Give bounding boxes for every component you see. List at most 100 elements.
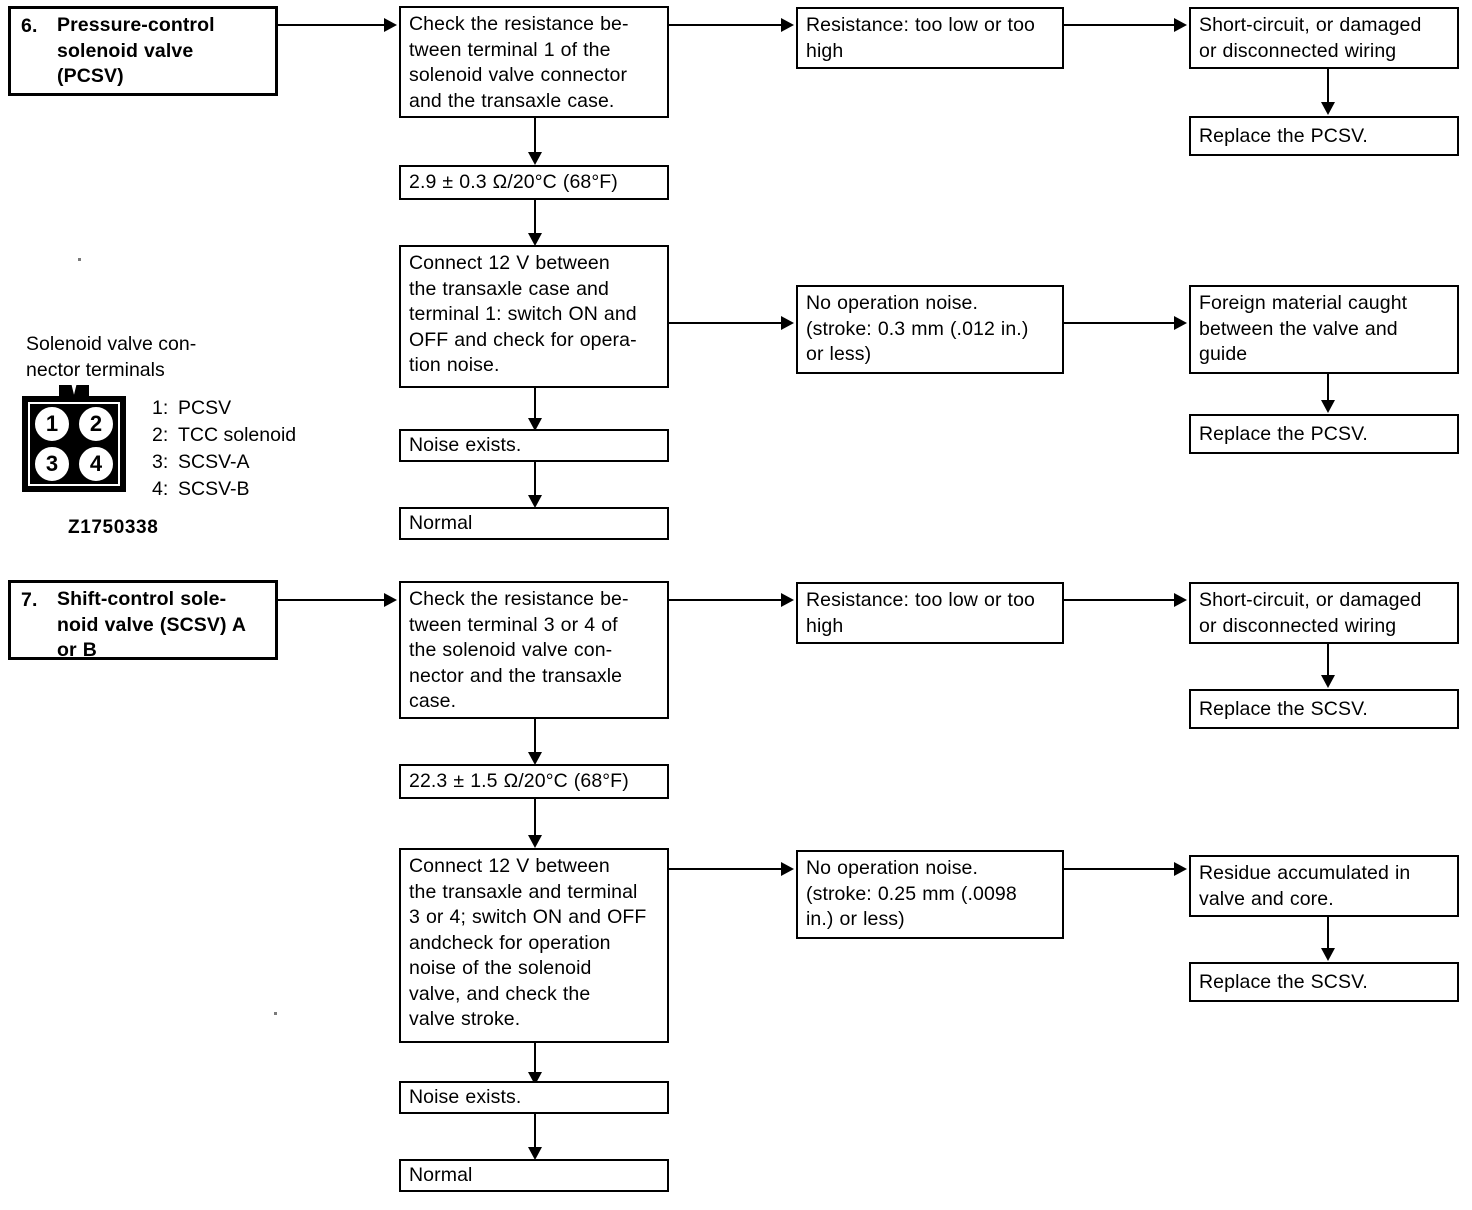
connector-line bbox=[1327, 374, 1329, 407]
text-line: or disconnected wiring bbox=[1199, 39, 1397, 62]
text-line: high bbox=[806, 614, 844, 637]
connector-line bbox=[1064, 322, 1176, 324]
arrow-right-icon bbox=[1174, 18, 1187, 32]
arrow-down-icon bbox=[1321, 948, 1335, 961]
arrow-right-icon bbox=[1174, 862, 1187, 876]
connector-line bbox=[278, 599, 386, 601]
text-line: the transaxle case and bbox=[409, 277, 609, 300]
section-7-fault-resistance-box: Resistance: too low or too high bbox=[796, 582, 1064, 644]
arrow-right-icon bbox=[384, 18, 397, 32]
arrow-down-icon bbox=[528, 835, 542, 848]
text-line: or disconnected wiring bbox=[1199, 614, 1397, 637]
pin-legend-row: 2: TCC solenoid bbox=[152, 422, 296, 449]
section-6-number: 6. bbox=[21, 15, 38, 37]
section-7-fault-action-box: Replace the SCSV. bbox=[1189, 689, 1459, 729]
arrow-down-icon bbox=[1321, 102, 1335, 115]
text-line: (stroke: 0.3 mm (.012 in.) bbox=[806, 317, 1029, 340]
text-line: No operation noise. bbox=[806, 857, 979, 879]
connector-line bbox=[534, 719, 536, 761]
connector-line bbox=[534, 462, 536, 504]
section-7-no-noise-action-box: Replace the SCSV. bbox=[1189, 962, 1459, 1002]
section-7-no-noise-cause-box: Residue accumulated in valve and core. bbox=[1189, 855, 1459, 917]
connector-line bbox=[1064, 24, 1176, 26]
text-line: high bbox=[806, 39, 844, 62]
text-line: Normal bbox=[409, 512, 473, 535]
section-6-fault-resistance-box: Resistance: too low or too high bbox=[796, 7, 1064, 69]
section-6-no-noise-cause-box: Foreign material caught between the valv… bbox=[1189, 285, 1459, 374]
text-line: Normal bbox=[409, 1164, 473, 1187]
text-line: nector and the transaxle bbox=[409, 664, 623, 687]
text-line: OFF and check for opera- bbox=[409, 328, 637, 351]
section-6-fault-cause-box: Short-circuit, or damaged or disconnecte… bbox=[1189, 7, 1459, 69]
connector-line bbox=[669, 599, 783, 601]
text-line: Residue accumulated in bbox=[1199, 862, 1411, 884]
section-6-operation-check-box: Connect 12 V between the transaxle case … bbox=[399, 245, 669, 388]
pin-legend-key: 1: bbox=[152, 397, 169, 419]
section-7-number: 7. bbox=[21, 589, 38, 611]
connector-part-number: Z1750338 bbox=[68, 517, 159, 538]
text-line: 22.3 ± 1.5 Ω/20°C (68°F) bbox=[409, 770, 629, 793]
connector-line bbox=[534, 388, 536, 426]
section-7-no-noise-box: No operation noise. (stroke: 0.25 mm (.0… bbox=[796, 850, 1064, 939]
text-line: Foreign material caught bbox=[1199, 292, 1408, 314]
text-line: Noise exists. bbox=[409, 434, 522, 457]
connector-line bbox=[534, 118, 536, 162]
section-6-title-line-3: (PCSV) bbox=[57, 65, 124, 87]
text-line: Check the resistance be- bbox=[409, 588, 629, 610]
pin-legend-key: 2: bbox=[152, 424, 169, 446]
text-line: Short-circuit, or damaged bbox=[1199, 14, 1422, 36]
pin-legend-row: 3:SCSV-A bbox=[152, 449, 296, 476]
connector-pin-grid: 1 2 3 4 bbox=[28, 402, 120, 486]
arrow-down-icon bbox=[528, 152, 542, 165]
section-7-title-box: 7. Shift-control sole- noid valve (SCSV)… bbox=[8, 580, 278, 661]
arrow-right-icon bbox=[781, 316, 794, 330]
text-line: Check the resistance be- bbox=[409, 13, 629, 35]
connector-line bbox=[1064, 599, 1176, 601]
connector-pin-1: 1 bbox=[33, 405, 71, 443]
text-line: tween terminal 3 or 4 of bbox=[409, 613, 618, 636]
text-line: Replace the PCSV. bbox=[1199, 124, 1368, 147]
pin-legend-key: 4: bbox=[152, 478, 169, 500]
text-line: in.) or less) bbox=[806, 908, 905, 930]
connector-line bbox=[534, 1043, 536, 1079]
connector-pin-2: 2 bbox=[77, 405, 115, 443]
text-line: case. bbox=[409, 690, 457, 712]
text-line: valve, and check the bbox=[409, 982, 591, 1005]
connector-line bbox=[534, 1114, 536, 1156]
arrow-down-icon bbox=[528, 495, 542, 508]
connector-line bbox=[669, 24, 783, 26]
text-line: the transaxle and terminal bbox=[409, 880, 638, 903]
connector-line bbox=[1064, 868, 1176, 870]
section-7-title-line-1: Shift-control sole- bbox=[57, 588, 227, 610]
connector-line bbox=[669, 322, 783, 324]
section-6-title-line-1: Pressure-control bbox=[57, 14, 215, 36]
pin-legend-key: 3: bbox=[152, 451, 169, 473]
section-6-title-line-2: solenoid valve bbox=[57, 39, 194, 62]
connector-pin-legend: 1:PCSV 2:TCC solenoid 3:SCSV-A 4:SCSV-B bbox=[152, 395, 296, 503]
arrow-down-icon bbox=[1321, 400, 1335, 413]
scan-artifact bbox=[78, 258, 81, 261]
text-line: (stroke: 0.25 mm (.0098 bbox=[806, 882, 1017, 905]
section-6-resistance-spec-box: 2.9 ± 0.3 Ω/20°C (68°F) bbox=[399, 165, 669, 200]
arrow-down-icon bbox=[528, 418, 542, 431]
text-line: solenoid valve connector bbox=[409, 64, 628, 86]
pin-legend-row: 4:SCSV-B bbox=[152, 476, 296, 503]
text-line: 2.9 ± 0.3 Ω/20°C (68°F) bbox=[409, 171, 618, 194]
connector-line bbox=[278, 24, 386, 26]
connector-notch-icon bbox=[59, 385, 89, 398]
connector-caption-line-1: Solenoid valve con- bbox=[26, 333, 197, 355]
text-line: Connect 12 V between bbox=[409, 855, 610, 877]
text-line: or less) bbox=[806, 343, 872, 365]
pin-legend-value: TCC solenoid bbox=[178, 424, 297, 446]
text-line: valve and core. bbox=[1199, 887, 1334, 910]
section-6-fault-action-box: Replace the PCSV. bbox=[1189, 116, 1459, 156]
arrow-down-icon bbox=[1321, 675, 1335, 688]
section-7-noise-exists-box: Noise exists. bbox=[399, 1081, 669, 1114]
text-line: Resistance: too low or too bbox=[806, 14, 1035, 36]
section-6-title-box: 6. Pressure-control solenoid valve (PCSV… bbox=[8, 6, 278, 96]
text-line: terminal 1: switch ON and bbox=[409, 303, 637, 325]
connector-line bbox=[1327, 69, 1329, 109]
text-line: between the valve and bbox=[1199, 317, 1398, 340]
arrow-down-icon bbox=[528, 1147, 542, 1160]
section-7-normal-box: Normal bbox=[399, 1159, 669, 1192]
